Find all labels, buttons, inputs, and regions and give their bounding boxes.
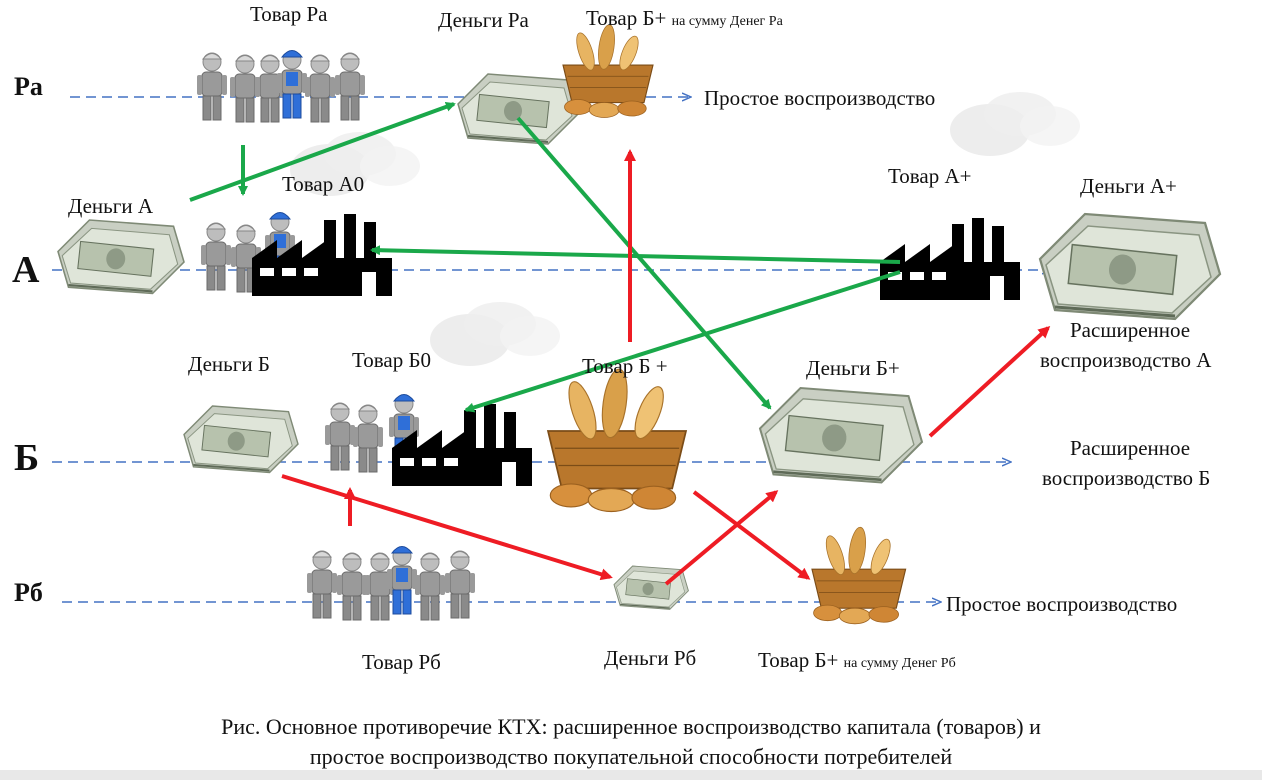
row-label-pb: Рб <box>14 578 43 607</box>
arrow-bread-to-bread-pb <box>692 490 811 580</box>
figure-caption-line-1: Рис. Основное противоречие КТХ: расширен… <box>221 714 1041 739</box>
label-tovar-a0: Товар А0 <box>282 172 365 196</box>
label-rasshirennoe-b-1: Расширенное <box>1070 436 1191 460</box>
bread-basket-icon <box>562 23 654 119</box>
label-tovar-bplus-pb: Товар Б+ на сумму Денег Рб <box>758 648 956 673</box>
label-rasshirennoe-a-1: Расширенное <box>1070 318 1191 342</box>
label-dengi-pb: Деньги Рб <box>604 646 697 670</box>
smoke-icon <box>430 302 560 366</box>
bread-basket-icon <box>547 366 687 513</box>
label-tovar-aplus: Товар А+ <box>888 164 972 188</box>
bread-basket-icon <box>811 525 907 625</box>
label-dengi-bplus: Деньги Б+ <box>806 356 900 380</box>
bottom-border <box>0 770 1262 780</box>
workers-icon <box>196 50 366 123</box>
label-prostoe-bottom: Простое воспроизводство <box>946 592 1178 616</box>
factory-icon <box>880 218 1020 300</box>
workers-icon <box>306 546 476 621</box>
label-dengi-pa: Деньги Ра <box>438 8 529 32</box>
label-tovar-bplus-pb-main: Товар Б+ <box>758 648 839 672</box>
money-stack-icon <box>56 218 186 295</box>
label-dengi-a: Деньги А <box>68 194 153 218</box>
arrow-workers-pa-to-money-pa <box>189 102 456 202</box>
money-stack-icon <box>457 73 579 145</box>
label-tovar-b0: Товар Б0 <box>352 348 432 372</box>
row-label-pa: Ра <box>14 72 43 101</box>
label-rasshirennoe-b-2: воспроизводство Б <box>1042 466 1211 490</box>
money-stack-icon <box>758 386 924 484</box>
arrow-money-pb-to-money-bplus <box>664 490 779 586</box>
arrow-money-b-to-money-pb <box>281 474 613 581</box>
label-dengi-aplus: Деньги А+ <box>1080 174 1177 198</box>
label-tovar-pa: Товар Ра <box>250 2 328 26</box>
arrow-factory-aplus-to-b0 <box>464 270 901 413</box>
label-tovar-bplus-pb-small: на сумму Денег Рб <box>843 656 956 671</box>
row-label-a: А <box>12 249 40 291</box>
label-rasshirennoe-a-2: воспроизводство А <box>1040 348 1212 372</box>
arrow-factory-aplus-to-a0 <box>370 245 901 264</box>
money-stack-icon <box>1038 212 1222 321</box>
smoke-icon <box>950 92 1080 156</box>
arrow-money-bplus-to-money-aplus <box>928 325 1051 438</box>
label-tovar-pb: Товар Рб <box>362 650 441 674</box>
label-tovar-bplus-pa-small: на сумму Денег Ра <box>671 14 783 29</box>
label-dengi-b: Деньги Б <box>188 352 270 376</box>
row-label-b: Б <box>14 437 40 479</box>
label-prostoe-top: Простое воспроизводство <box>704 86 936 110</box>
label-tovar-bplus-pa-main: Товар Б+ <box>586 6 667 30</box>
figure-caption-line-2: простое воспроизводство покупательной сп… <box>309 744 953 769</box>
arrow-money-pa-to-money-bplus <box>516 116 772 410</box>
label-tovar-bplus-pa: Товар Б+ на сумму Денег Ра <box>586 6 783 31</box>
label-tovar-bplus-mid: Товар Б + <box>582 354 668 378</box>
